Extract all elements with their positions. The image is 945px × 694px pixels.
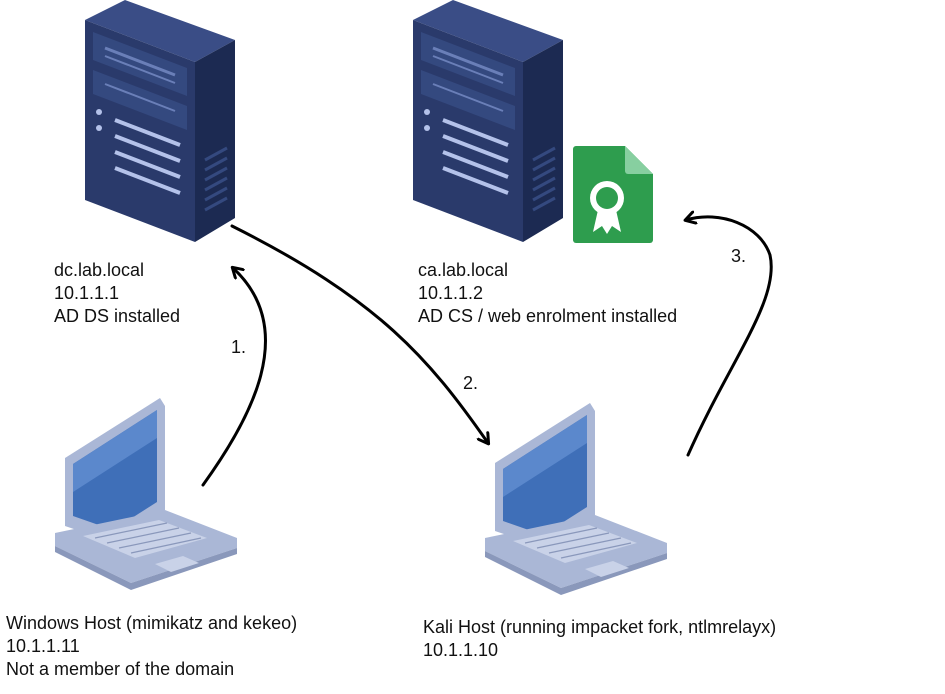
dc-role: AD DS installed	[54, 306, 181, 326]
step-2-label: 2.	[463, 373, 479, 393]
kali-ip: 10.1.1.10	[423, 640, 499, 660]
kali-label: Kali Host (running impacket fork, ntlmre…	[423, 616, 776, 662]
step-1-label: 1.	[231, 337, 247, 357]
ca-server-icon	[411, 0, 565, 244]
ca-role: AD CS / web enrolment installed	[418, 306, 678, 326]
kali-laptop-icon	[484, 402, 668, 596]
windows-title: Windows Host (mimikatz and kekeo)	[6, 613, 298, 633]
windows-note: Not a member of the domain	[6, 659, 235, 679]
ca-ip: 10.1.1.2	[418, 283, 484, 303]
arrow-step-2	[230, 224, 488, 443]
kali-title: Kali Host (running impacket fork, ntlmre…	[423, 617, 777, 637]
dc-hostname: dc.lab.local	[54, 260, 145, 280]
windows-ip: 10.1.1.11	[6, 636, 80, 656]
arrow-step-3	[686, 217, 773, 457]
dc-label: dc.lab.local 10.1.1.1 AD DS installed	[54, 259, 180, 328]
step-3-label: 3.	[731, 246, 747, 266]
windows-label: Windows Host (mimikatz and kekeo) 10.1.1…	[6, 612, 297, 681]
dc-server-icon	[83, 0, 237, 244]
arrow-step-1	[201, 268, 267, 487]
dc-ip: 10.1.1.1	[54, 283, 120, 303]
certificate-icon	[573, 146, 653, 243]
ca-hostname: ca.lab.local	[418, 260, 509, 280]
windows-laptop-icon	[54, 397, 238, 591]
ca-label: ca.lab.local 10.1.1.2 AD CS / web enrolm…	[418, 259, 677, 328]
